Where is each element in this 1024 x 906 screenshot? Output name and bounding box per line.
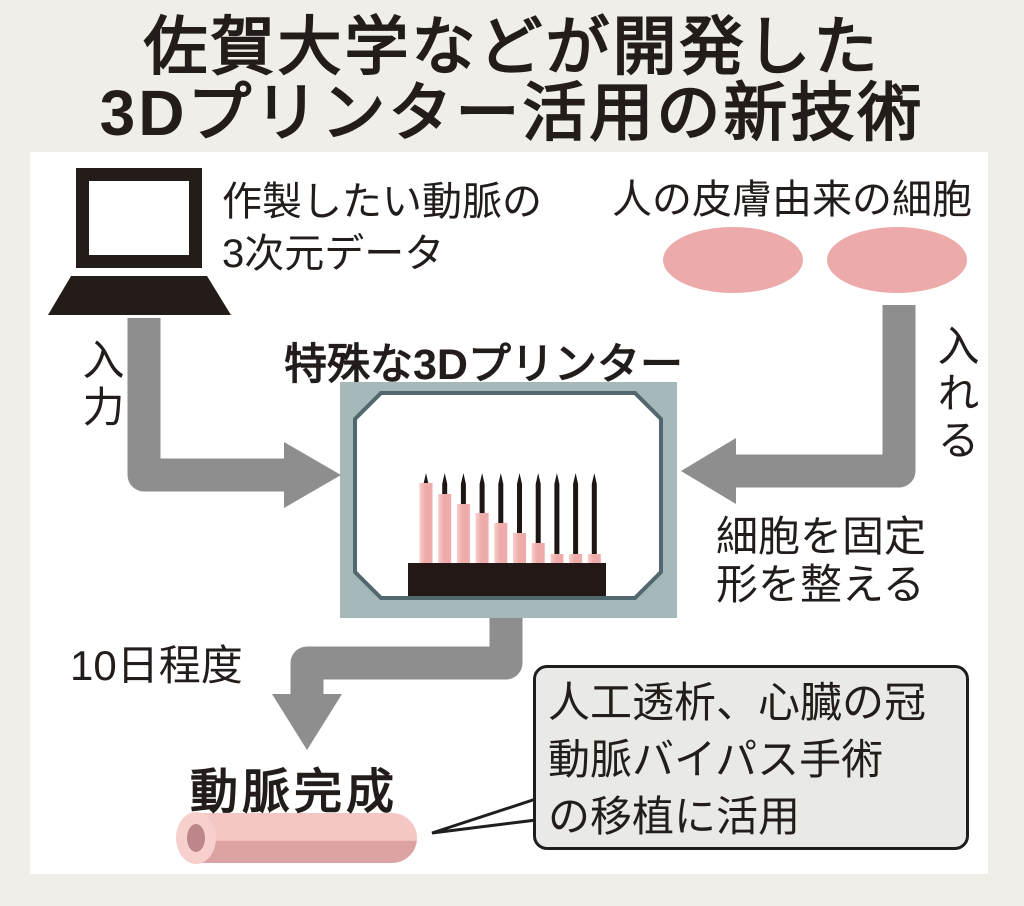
input-arrow-label: 入力 xyxy=(77,338,124,432)
page-title-line1: 佐賀大学などが開発した xyxy=(143,11,881,83)
usage-bubble-line1: 人工透析、心臓の冠 xyxy=(548,679,927,726)
printer-title: 特殊な3Dプリンター xyxy=(284,341,683,389)
usage-bubble-line3: の移植に活用 xyxy=(548,793,801,840)
skin-cells-label: 人の皮膚由来の細胞 xyxy=(612,178,972,222)
usage-bubble-line2: 動脈バイパス手術 xyxy=(548,736,884,783)
insert-arrow-label: 入れる xyxy=(932,324,979,465)
fix-cells-note-line2: 形を整える xyxy=(716,561,925,608)
duration-label: 10日程度 xyxy=(70,642,243,689)
result-title: 動脈完成 xyxy=(190,766,399,819)
printer-chamber xyxy=(340,382,677,618)
usage-bubble: 人工透析、心臓の冠 動脈バイパス手術 の移植に活用 xyxy=(533,665,969,850)
laptop-icon xyxy=(76,168,202,268)
input-data-label-line1: 作製したい動脈の xyxy=(222,180,542,224)
fix-cells-note-line1: 細胞を固定 xyxy=(716,513,927,560)
page-title-line2: 3Dプリンター活用の新技術 xyxy=(99,77,925,149)
input-data-label-line2: 3次元データ xyxy=(222,232,445,276)
laptop-base-icon xyxy=(48,276,231,315)
